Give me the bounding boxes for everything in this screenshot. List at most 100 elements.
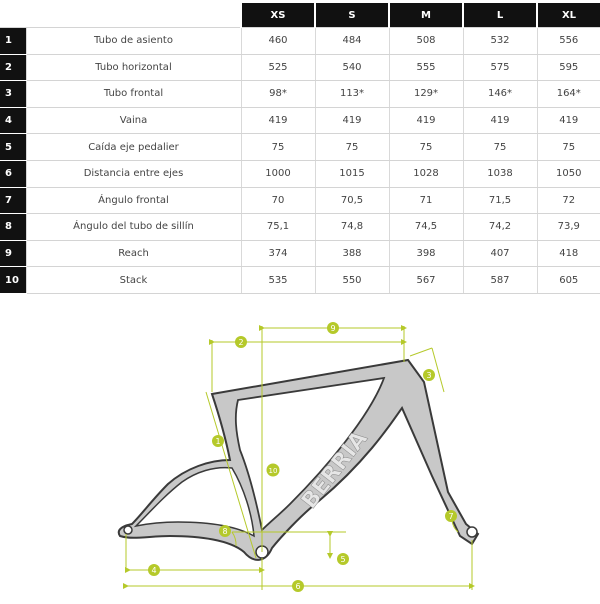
- size-value-s: 74,8: [314, 213, 389, 241]
- size-value-l: 407: [462, 240, 537, 268]
- size-value-l: 75: [462, 133, 537, 161]
- size-value-xs: 525: [240, 54, 315, 82]
- frame-diagram: BERRIA 1 2 3 4 5 6: [0, 300, 600, 600]
- size-value-xl: 1050: [536, 160, 600, 188]
- marker-7: 7: [445, 510, 457, 522]
- size-value-xl: 605: [536, 266, 600, 294]
- size-value-m: 398: [388, 240, 463, 268]
- size-value-xl: 75: [536, 133, 600, 161]
- size-value-l: 587: [462, 266, 537, 294]
- svg-text:7: 7: [448, 512, 453, 521]
- marker-2: 2: [235, 336, 247, 348]
- size-value-l: 532: [462, 27, 537, 55]
- marker-4: 4: [148, 564, 160, 576]
- size-header-s: S: [314, 3, 389, 28]
- size-value-xs: 75: [240, 133, 315, 161]
- row-number: 2: [0, 54, 26, 82]
- rear-dropout: [123, 525, 133, 535]
- size-value-m: 419: [388, 107, 463, 135]
- svg-text:5: 5: [340, 555, 345, 564]
- size-value-xl: 72: [536, 187, 600, 215]
- marker-5: 5: [337, 553, 349, 565]
- size-value-l: 74,2: [462, 213, 537, 241]
- size-value-s: 419: [314, 107, 389, 135]
- size-value-s: 70,5: [314, 187, 389, 215]
- row-label: Reach: [25, 240, 241, 268]
- svg-text:1: 1: [215, 437, 220, 446]
- row-label: Caída eje pedalier: [25, 133, 241, 161]
- size-value-m: 75: [388, 133, 463, 161]
- size-header-l: L: [462, 3, 537, 28]
- size-value-s: 550: [314, 266, 389, 294]
- row-number: 3: [0, 80, 26, 108]
- size-value-m: 567: [388, 266, 463, 294]
- svg-text:6: 6: [295, 582, 300, 591]
- row-label: Vaina: [25, 107, 241, 135]
- size-value-m: 129*: [388, 80, 463, 108]
- size-value-s: 1015: [314, 160, 389, 188]
- svg-text:9: 9: [330, 324, 335, 333]
- row-label: Stack: [25, 266, 241, 294]
- row-number: 5: [0, 133, 26, 161]
- svg-text:3: 3: [426, 371, 431, 380]
- size-value-s: 388: [314, 240, 389, 268]
- size-value-xl: 418: [536, 240, 600, 268]
- row-label: Ángulo del tubo de sillín: [25, 213, 241, 241]
- row-number: 6: [0, 160, 26, 188]
- rear-triangle-opening: [133, 466, 255, 538]
- size-value-m: 71: [388, 187, 463, 215]
- size-value-l: 419: [462, 107, 537, 135]
- row-number: 7: [0, 187, 26, 215]
- front-triangle-opening: [234, 376, 386, 532]
- marker-8: 8: [219, 525, 231, 537]
- svg-text:8: 8: [222, 527, 227, 536]
- size-value-s: 540: [314, 54, 389, 82]
- size-value-xs: 374: [240, 240, 315, 268]
- size-value-xs: 460: [240, 27, 315, 55]
- row-number: 10: [0, 266, 26, 294]
- size-value-xl: 556: [536, 27, 600, 55]
- size-value-xs: 75,1: [240, 213, 315, 241]
- size-header-row: XS S M L XL: [0, 3, 600, 28]
- size-header-xs: XS: [240, 3, 315, 28]
- size-value-xs: 70: [240, 187, 315, 215]
- header-blank-num: [0, 3, 26, 28]
- size-header-m: M: [388, 3, 463, 28]
- svg-text:4: 4: [151, 566, 156, 575]
- row-number: 9: [0, 240, 26, 268]
- size-value-l: 71,5: [462, 187, 537, 215]
- header-blank-label: [26, 3, 241, 28]
- size-value-l: 146*: [462, 80, 537, 108]
- size-value-l: 1038: [462, 160, 537, 188]
- size-value-m: 555: [388, 54, 463, 82]
- row-label: Tubo frontal: [25, 80, 241, 108]
- svg-text:2: 2: [238, 338, 243, 347]
- row-label: Ángulo frontal: [25, 187, 241, 215]
- row-number: 4: [0, 107, 26, 135]
- size-value-s: 484: [314, 27, 389, 55]
- size-value-xs: 419: [240, 107, 315, 135]
- row-label: Tubo de asiento: [25, 27, 241, 55]
- size-value-xl: 595: [536, 54, 600, 82]
- size-value-xl: 73,9: [536, 213, 600, 241]
- size-value-xs: 535: [240, 266, 315, 294]
- size-value-l: 575: [462, 54, 537, 82]
- size-value-xs: 1000: [240, 160, 315, 188]
- size-value-m: 74,5: [388, 213, 463, 241]
- marker-1: 1: [212, 435, 224, 447]
- svg-text:10: 10: [269, 467, 278, 475]
- row-number: 8: [0, 213, 26, 241]
- size-header-xl: XL: [536, 3, 600, 28]
- marker-3: 3: [423, 369, 435, 381]
- size-value-s: 113*: [314, 80, 389, 108]
